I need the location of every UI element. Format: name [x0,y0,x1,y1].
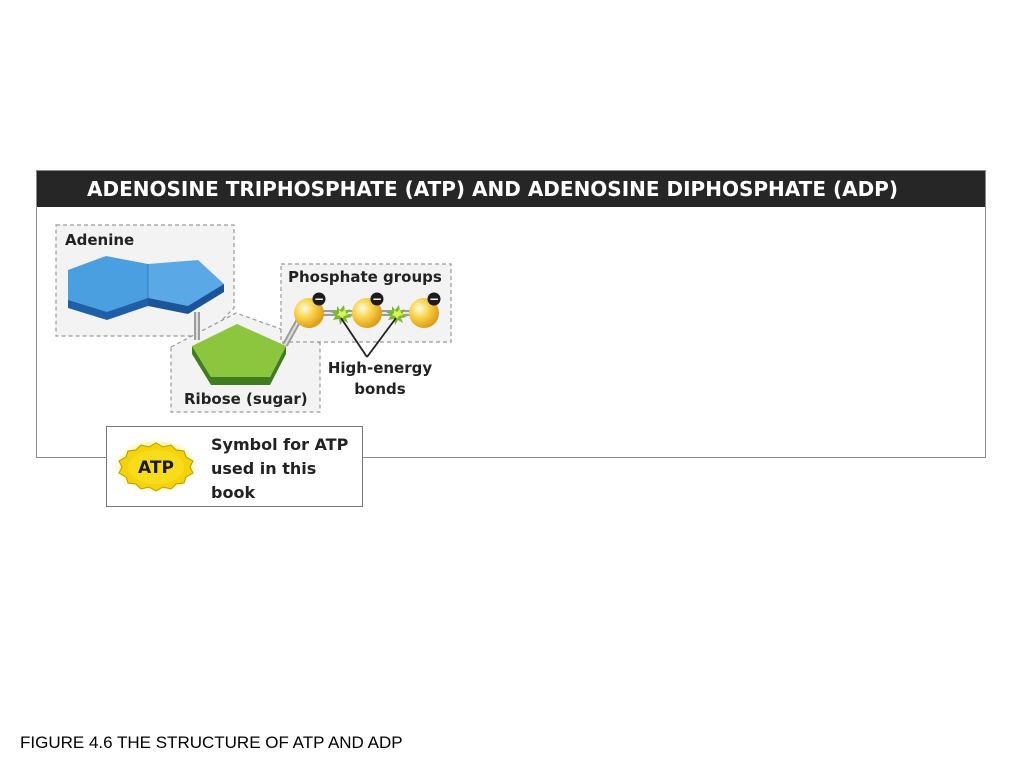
charge-2: − [370,292,384,306]
bond-spark-2 [386,305,407,325]
svg-text:−: − [314,292,324,306]
panel-title: ADENOSINE TRIPHOSPHATE (ATP) AND ADENOSI… [37,171,985,207]
high-energy-pointer [340,317,397,358]
svg-text:−: − [372,292,382,306]
svg-text:−: − [429,292,439,306]
phosphate-1 [294,298,324,328]
phosphate-groups-label: Phosphate groups [288,268,442,286]
phosphate-3 [409,298,439,328]
ribose-label: Ribose (sugar) [184,390,308,408]
charge-1: − [312,292,326,306]
atp-badge-label: ATP [138,458,174,478]
figure-caption: FIGURE 4.6 THE STRUCTURE OF ATP AND ADP [20,733,403,752]
atp-badge: ATP [112,437,200,495]
high-energy-label-line1: High-energy [328,359,432,377]
phosphate-chain: − − − [294,292,441,328]
atp-symbol-description: Symbol for ATP used in this book [211,435,349,502]
bond-spark-1 [331,305,352,325]
high-energy-label-line2: bonds [354,380,405,398]
charge-3: − [427,292,441,306]
phosphate-2 [352,298,382,328]
adenine-molecule [68,256,224,320]
ribose-molecule [192,324,286,385]
atp-symbol-legend: ATP Symbol for ATP used in this book [106,426,363,507]
adenine-label: Adenine [65,231,134,249]
